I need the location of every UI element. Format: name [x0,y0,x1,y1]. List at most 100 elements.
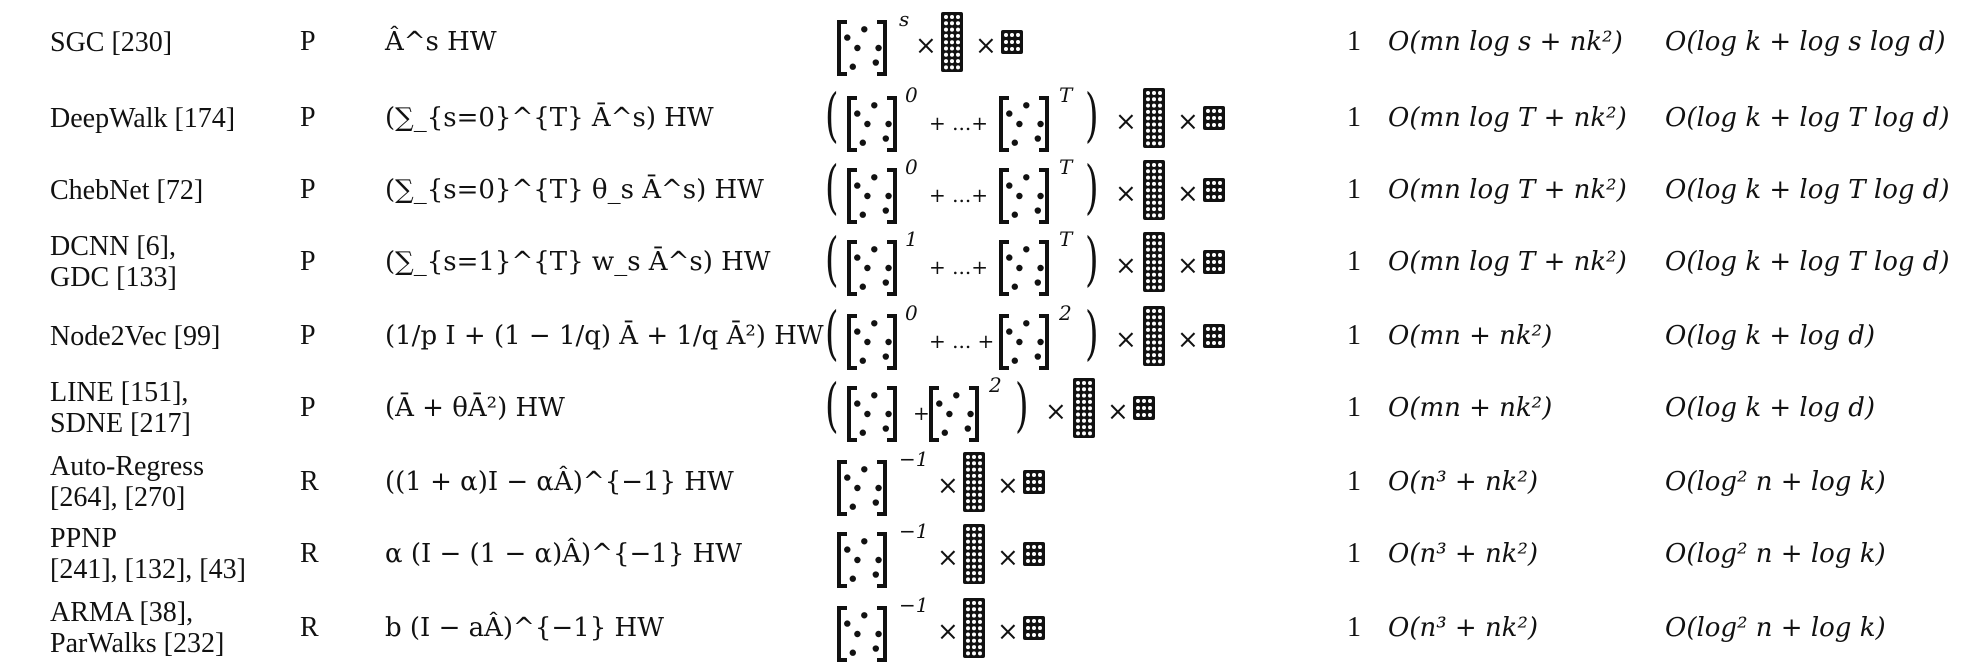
paren-close: ) [1085,301,1099,368]
matrix-visualization: (+2)×× [825,372,1345,444]
sum-separator: + ... + [929,329,994,353]
layer-count: 1 [1347,538,1361,569]
depth-complexity: O(log k + log d) [1665,321,1876,351]
times-symbol: × [1045,397,1067,427]
matrix-exponent: T [1059,155,1074,179]
matrix-product-figure: (0+ ...+T)×× [825,155,1225,224]
paren-open: ( [825,301,839,368]
method-name-line: GDC [133] [50,262,177,293]
table-row: DeepWalk [174]P(∑_{s=0}^{T} Ā^s) HW(0+ .… [0,82,1978,154]
matrix-product-figure: (0+ ...+T)×× [825,83,1225,152]
times-symbol: × [1177,107,1199,137]
layer-count: 1 [1347,392,1361,423]
time-complexity: O(mn + nk²) [1388,393,1553,423]
sparse-adjacency-matrix [847,96,897,152]
method-name: LINE [151],SDNE [217] [50,372,280,444]
filter-type: R [300,466,319,497]
method-name: SGC [230] [50,6,280,78]
sum-separator: + ...+ [929,183,988,207]
method-name-line: [264], [270] [50,482,186,513]
matrix-product-figure: (+2)×× [825,373,1155,442]
table-row: LINE [151],SDNE [217]P(Ā + θĀ²) HW(+2)××… [0,372,1978,444]
layer-count: 1 [1347,246,1361,277]
feature-matrix-H [941,12,963,72]
time-complexity: O(n³ + nk²) [1388,539,1539,569]
times-symbol: × [997,471,1019,501]
matrix-visualization: (1+ ...+T)×× [825,226,1345,298]
weight-matrix-W [1203,250,1225,274]
method-name-line: DeepWalk [174] [50,102,236,134]
method-name: Node2Vec [99] [50,300,280,372]
filter-type: P [300,174,316,205]
times-symbol: × [1107,397,1129,427]
matrix-visualization: −1 × × [825,446,1345,518]
matrix-exponent: 0 [905,301,918,325]
method-name-line: DCNN [6], [50,231,176,262]
filter-type: R [300,538,319,569]
method-name: DeepWalk [174] [50,82,280,154]
method-name-line: Auto-Regress [50,451,204,482]
weight-matrix-W [1133,396,1155,420]
matrix-product-figure: −1×× [837,519,1045,588]
method-name: PPNP[241], [132], [43] [50,518,280,590]
matrix-visualization: (0+ ... +2)×× [825,300,1345,372]
sparse-adjacency-matrix [837,20,887,76]
times-symbol: × [1115,107,1137,137]
method-name-line: LINE [151], [50,377,189,408]
time-complexity: O(mn log T + nk²) [1388,103,1627,133]
weight-matrix-W [1203,324,1225,348]
layer-count: 1 [1347,174,1361,205]
propagation-formula: b (I − aÂ)^{−1} HW [385,613,664,643]
matrix-product-figure: −1×× [837,593,1045,662]
depth-complexity: O(log k + log T log d) [1665,175,1950,205]
sparse-adjacency-matrix [847,168,897,224]
matrix-exponent: 2 [988,373,1002,397]
weight-matrix-W [1023,542,1045,566]
sparse-adjacency-matrix [837,606,887,662]
matrix-exponent: −1 [899,519,928,543]
depth-complexity: O(log k + log T log d) [1665,247,1950,277]
filter-type: P [300,102,316,133]
propagation-formula: (∑_{s=1}^{T} w_s Ā^s) HW [385,247,771,277]
table-row: Node2Vec [99]P(1/p I + (1 − 1/q) Ā + 1/q… [0,300,1978,372]
matrix-product-figure: (0+ ... +2)×× [825,301,1225,370]
sparse-adjacency-matrix [999,240,1049,296]
matrix-exponent: 0 [905,155,918,179]
paren-close: ) [1015,373,1029,440]
times-symbol: × [937,471,959,501]
filter-type: R [300,612,319,643]
times-symbol: × [937,543,959,573]
times-symbol: × [1115,179,1137,209]
time-complexity: O(mn log T + nk²) [1388,175,1627,205]
matrix-exponent: 2 [1058,301,1072,325]
feature-matrix-H [1073,378,1095,438]
matrix-product-figure: s×× [837,7,1023,76]
depth-complexity: O(log² n + log k) [1665,539,1886,569]
times-symbol: × [1177,251,1199,281]
matrix-visualization: s×× [825,6,1345,78]
depth-complexity: O(log k + log T log d) [1665,103,1950,133]
layer-count: 1 [1347,466,1361,497]
paren-open: ( [825,155,839,222]
times-symbol: × [1115,325,1137,355]
table-row: DCNN [6],GDC [133]P(∑_{s=1}^{T} w_s Ā^s)… [0,226,1978,298]
matrix-visualization: −1×× [825,518,1345,590]
matrix-exponent: s [899,7,909,31]
matrix-exponent: T [1059,83,1074,107]
paren-open: ( [825,83,839,150]
matrix-exponent: −1 [899,447,928,471]
weight-matrix-W [1023,470,1045,494]
time-complexity: O(n³ + nk²) [1388,613,1539,643]
sparse-adjacency-matrix [999,96,1049,152]
paren-open: ( [825,227,839,294]
layer-count: 1 [1347,612,1361,643]
filter-type: P [300,392,316,423]
matrix-visualization: (0+ ...+T)×× [825,82,1345,154]
times-symbol: × [937,617,959,647]
feature-matrix-H [1143,232,1165,292]
sparse-adjacency-matrix [837,460,887,516]
matrix-exponent: −1 [899,593,928,617]
